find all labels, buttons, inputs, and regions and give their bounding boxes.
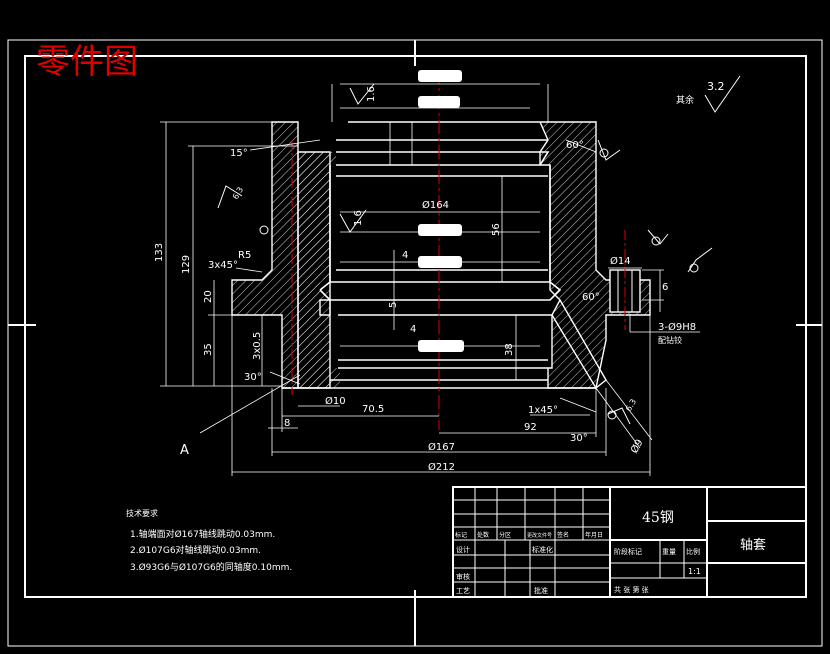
dim-five: 5	[388, 302, 399, 308]
tb-check: 审核	[456, 572, 470, 581]
centering-marks	[8, 40, 822, 646]
tolerance-marks	[418, 70, 464, 352]
tech-req-item-1: 1.轴端面对Ø167轴线跳动0.03mm.	[130, 528, 275, 540]
tb-process: 工艺	[456, 587, 470, 595]
dim-l6: 6	[662, 282, 668, 293]
tb-row-label-1: 标记	[455, 531, 467, 539]
part-name: 轴套	[740, 537, 766, 553]
dim-holes: 3-Ø9H8	[658, 321, 696, 333]
roughness-value: 3.2	[707, 80, 725, 93]
tb-row-label-3: 分区	[499, 531, 511, 539]
tb-design: 设计	[456, 545, 470, 554]
tb-row-label-4: 更改文件号	[527, 532, 552, 539]
dim-a60b: 60°	[582, 292, 600, 303]
dim-h56: 56	[491, 223, 502, 236]
dim-r63b: 6.3	[624, 397, 638, 413]
dim-c1x45: 1x45°	[528, 405, 558, 416]
dim-c3x45: 3x45°	[208, 260, 238, 271]
tech-req-title: 技术要求	[126, 508, 158, 518]
tech-req-item-3: 3.Ø93G6与Ø107G6的同轴度0.10mm.	[130, 561, 292, 573]
dim-d10: Ø10	[325, 395, 346, 407]
title-block	[452, 486, 807, 598]
dim-a60a: 60°	[566, 140, 584, 151]
dim-d9: Ø9	[628, 437, 646, 455]
roughness-prefix: 其余	[676, 94, 694, 106]
dim-l70-5: 70.5	[362, 404, 384, 415]
roughness-symbols	[217, 83, 713, 425]
dim-d14: Ø14	[610, 255, 631, 267]
tb-sheets: 共 张 第 张	[614, 585, 649, 594]
tb-approve: 批准	[534, 586, 548, 595]
tb-standardize: 标准化	[532, 545, 553, 554]
part-section	[231, 70, 651, 430]
tb-scale-label: 比例	[686, 547, 700, 556]
tech-req-item-2: 2.Ø107G6对轴线跳动0.03mm.	[130, 544, 261, 556]
tb-row-label-6: 年月日	[585, 531, 603, 539]
view-label-a: A	[180, 443, 189, 458]
dimension-lines	[160, 83, 700, 476]
dim-h38: 38	[504, 343, 515, 356]
dim-r63: 6.3	[231, 185, 245, 201]
tb-weight-label: 重量	[662, 548, 676, 556]
material: 45钢	[642, 510, 674, 526]
dim-holes-sub: 配钻铰	[658, 335, 682, 345]
dim-l16b: 1.6	[353, 210, 364, 226]
tb-stage-label: 阶段标记	[614, 547, 642, 556]
tb-row-label-2: 处数	[477, 531, 489, 539]
dim-a30a: 30°	[244, 372, 262, 383]
dim-a15: 15°	[230, 148, 248, 159]
dim-l16a: 1.6	[366, 86, 377, 102]
tb-scale: 1:1	[688, 567, 701, 576]
page-title: 零件图	[36, 42, 138, 82]
dim-d167: Ø167	[428, 441, 455, 453]
dim-l8: 8	[284, 418, 290, 429]
dim-four-b: 4	[410, 324, 416, 335]
dim-h129: 129	[181, 255, 192, 274]
dim-a30b: 30°	[570, 433, 588, 444]
dim-h20: 20	[203, 290, 214, 303]
dim-h133: 133	[154, 243, 165, 262]
dim-c3x05: 3x0.5	[252, 332, 263, 360]
dim-four: 4	[402, 250, 408, 261]
tb-row-label-5: 签名	[557, 531, 569, 539]
roughness-icon	[704, 75, 741, 113]
dim-h35: 35	[203, 343, 214, 356]
dim-d212: Ø212	[428, 461, 455, 473]
dim-d164: Ø164	[422, 199, 449, 211]
dim-l92: 92	[524, 422, 537, 433]
dim-r5: R5	[238, 250, 251, 261]
